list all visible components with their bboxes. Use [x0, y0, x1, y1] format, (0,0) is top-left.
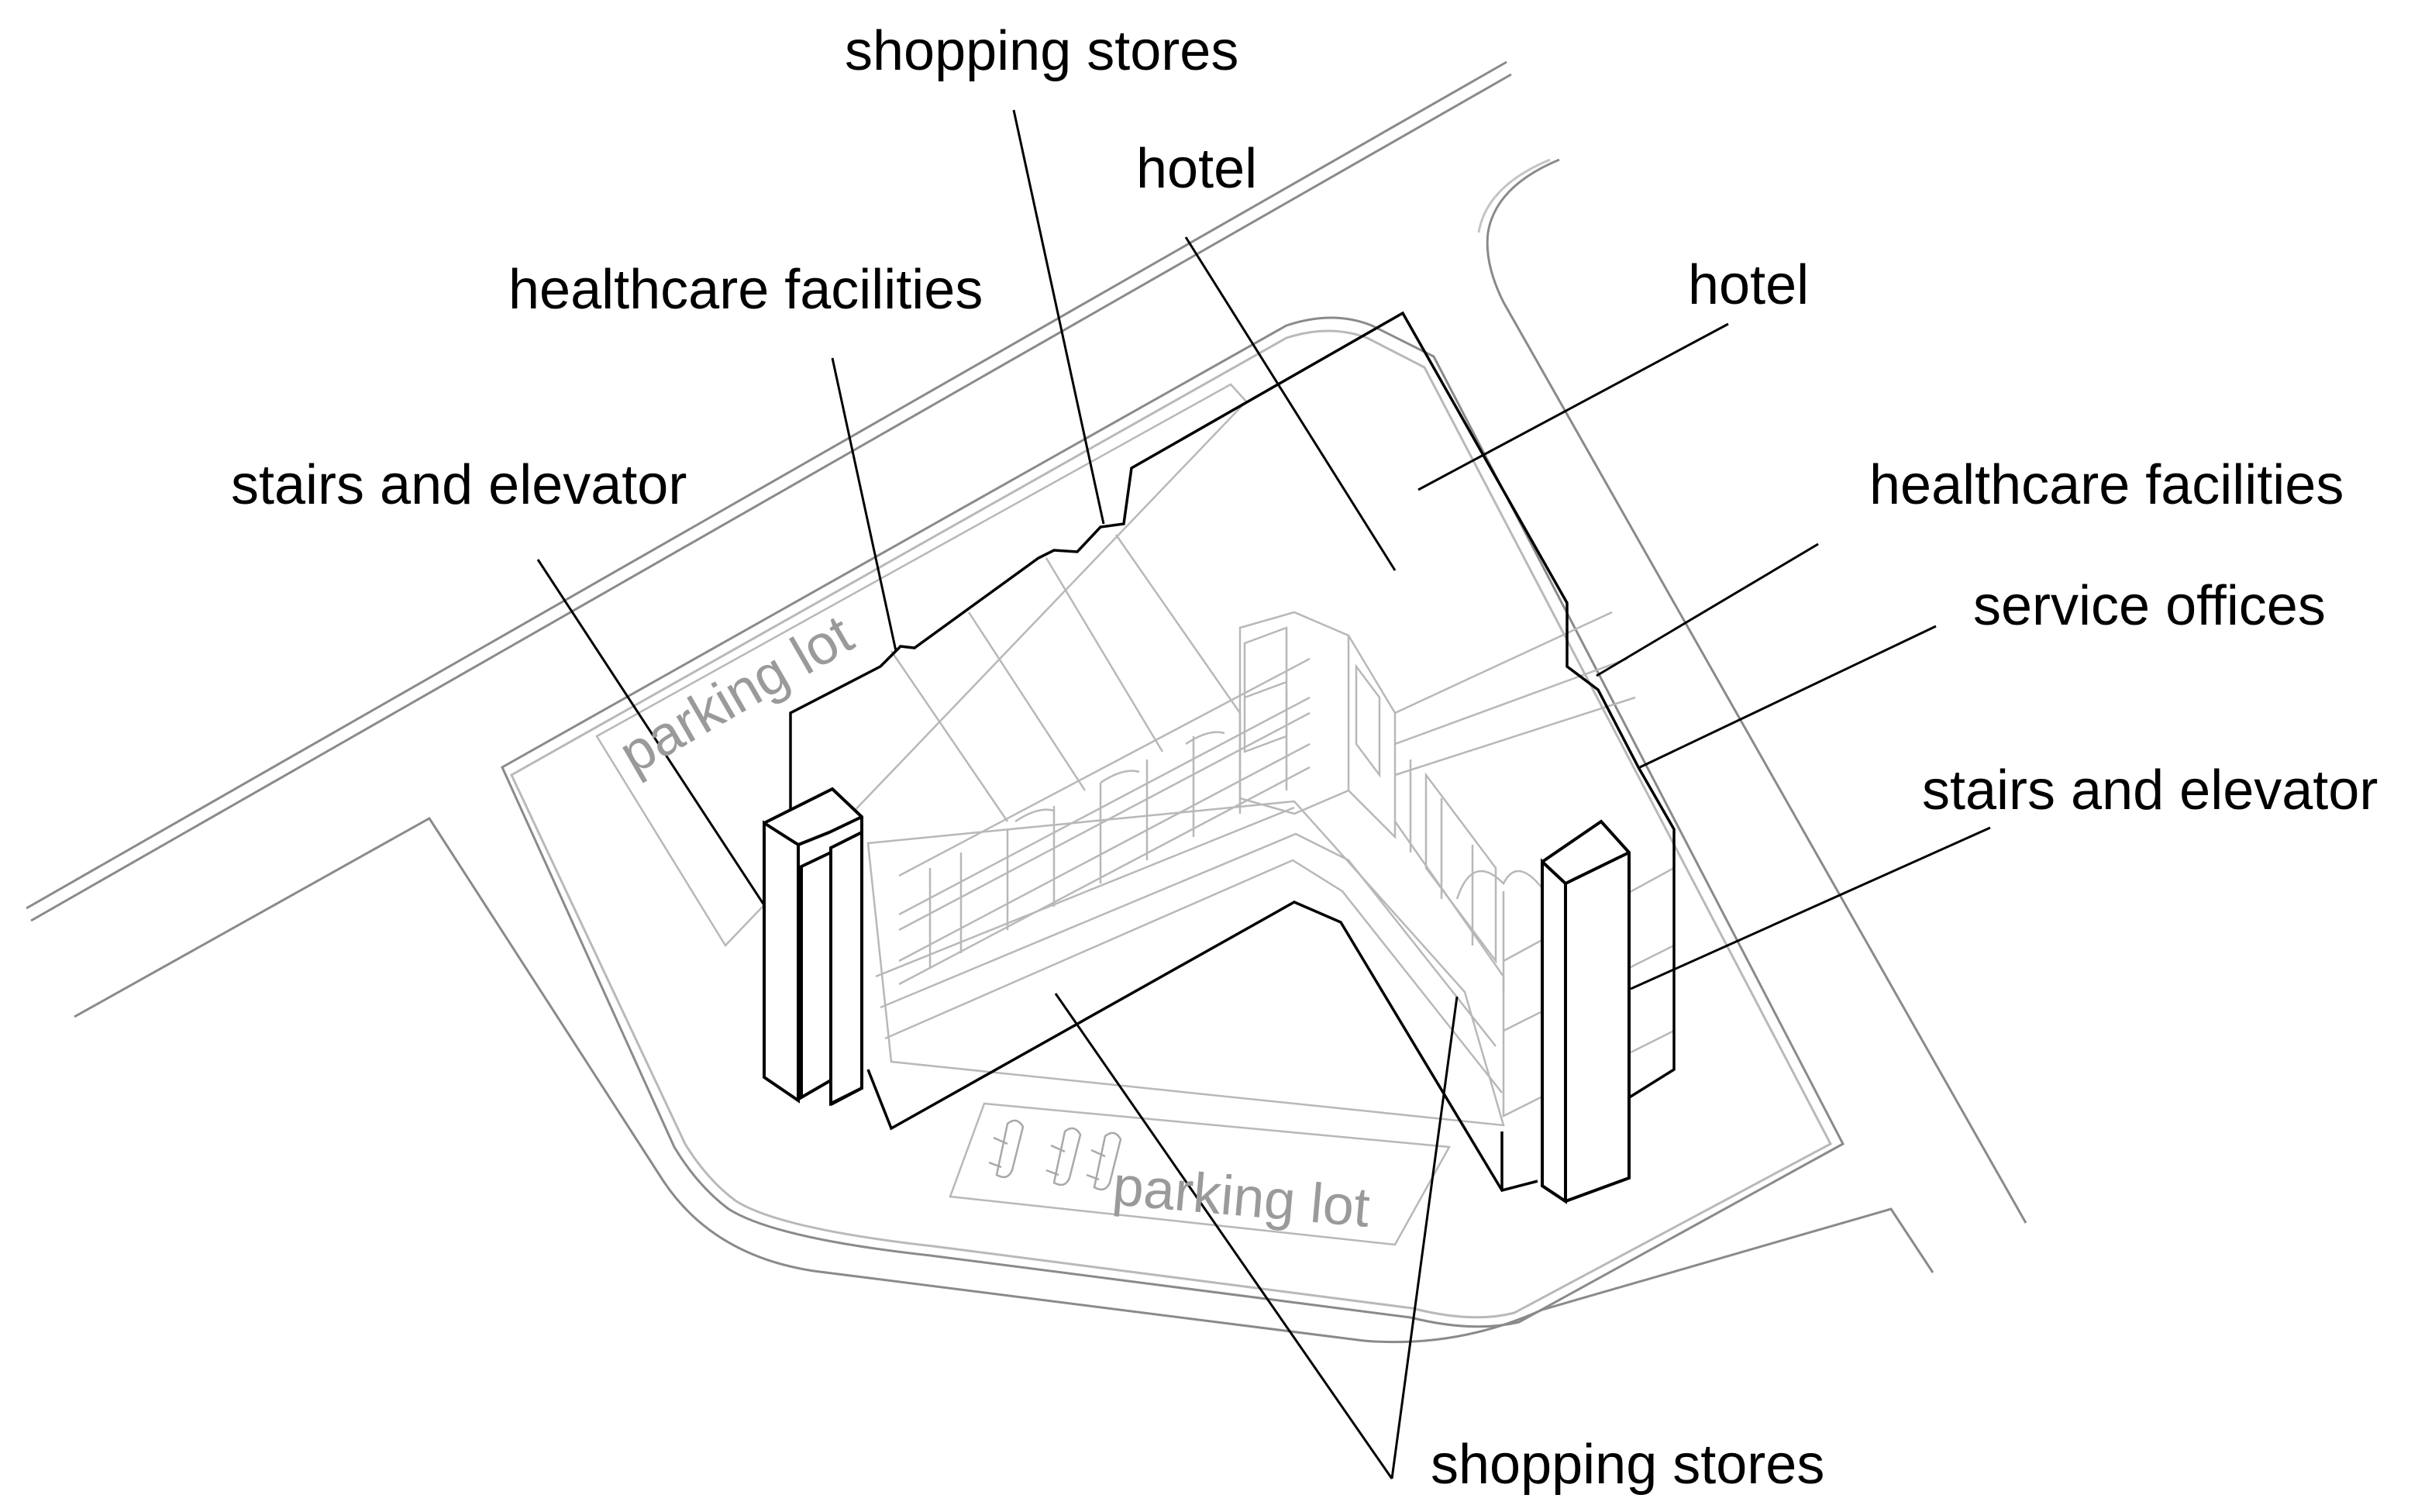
leader-shopping-bottom-b	[1390, 996, 1459, 1479]
label-shopping-stores-top: shopping stores	[845, 20, 1238, 82]
leader-shopping-stores-top	[1012, 109, 1105, 525]
parking-lot-bottom-label: parking lot	[1111, 1155, 1373, 1239]
leader-service-offices	[1639, 625, 1937, 769]
label-healthcare-facilities-left: healthcare facilities	[508, 259, 983, 321]
leader-stairs-right	[1630, 826, 1991, 990]
label-stairs-and-elevator-left: stairs and elevator	[231, 454, 687, 516]
building-outline	[789, 311, 1676, 1193]
leader-hotel-top	[1184, 236, 1397, 571]
leader-lines	[536, 109, 1991, 1479]
leader-hotel-right	[1417, 322, 1729, 491]
label-hotel-right: hotel	[1688, 254, 1809, 316]
right-tower	[1541, 819, 1631, 1204]
labels: shopping stores hotel healthcare facilit…	[231, 20, 2378, 1496]
label-stairs-and-elevator-right: stairs and elevator	[1922, 759, 2378, 821]
left-tower	[763, 787, 863, 1107]
leader-healthcare-left	[831, 357, 897, 652]
leader-stairs-left	[536, 559, 766, 906]
leader-shopping-bottom-a	[1054, 993, 1393, 1479]
label-shopping-stores-bottom: shopping stores	[1431, 1434, 1824, 1496]
building-massing	[866, 534, 1675, 1127]
site-boundary	[501, 316, 1845, 1328]
parking-lot-bottom-area	[949, 1102, 1452, 1246]
label-service-offices: service offices	[1973, 575, 2326, 637]
label-hotel-top: hotel	[1136, 138, 1257, 200]
label-healthcare-facilities-right: healthcare facilities	[1869, 454, 2344, 516]
car-icons	[988, 1119, 1122, 1191]
parking-lot-left-area	[595, 383, 1248, 948]
leader-healthcare-right	[1596, 542, 1819, 677]
